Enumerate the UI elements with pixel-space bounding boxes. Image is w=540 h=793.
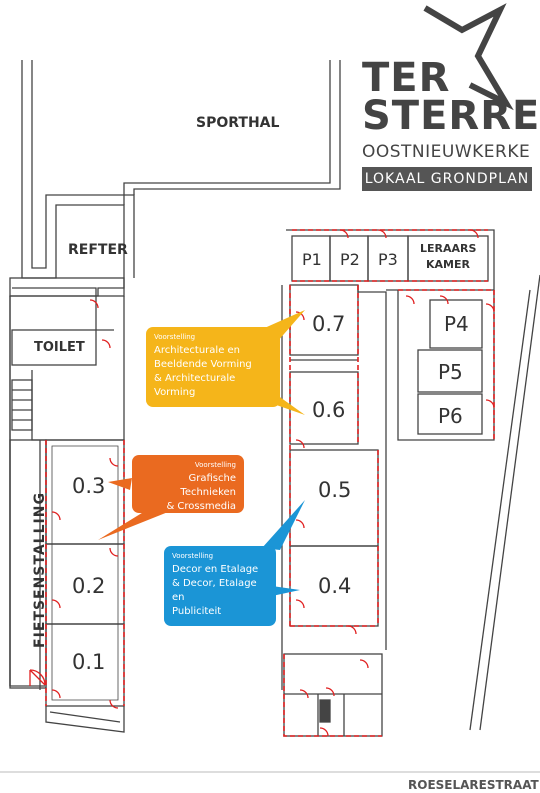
stairs xyxy=(11,379,33,431)
room-label-leraarskamer-line2: KAMER xyxy=(426,258,470,271)
callout-architectuur-line1: Architecturale en xyxy=(154,345,241,356)
right-diagonal-boundary xyxy=(469,289,531,731)
toilet-block xyxy=(11,329,97,366)
room-label-04: 0.4 xyxy=(318,574,352,598)
room-label-p2: P2 xyxy=(340,250,360,269)
callout-grafische-kicker: Voorstelling xyxy=(194,461,236,469)
logo-star-icon xyxy=(423,3,514,111)
callout-decor: Voorstelling Decor en Etalage & Decor, E… xyxy=(164,546,276,626)
left-wing-outline xyxy=(9,277,125,297)
sporthal-outline xyxy=(9,60,125,686)
room-label-06: 0.6 xyxy=(312,398,346,422)
room-label-leraarskamer-line1: LERAARS xyxy=(420,242,477,255)
label-fietsenstalling: FIETSENSTALLING xyxy=(31,492,48,648)
room-label-p4: P4 xyxy=(444,312,469,336)
door-arc xyxy=(29,669,46,686)
room-label-p1: P1 xyxy=(302,250,322,269)
callout-decor-line1: Decor en Etalage xyxy=(172,564,259,575)
callout-grafische-line2: & Crossmedia xyxy=(166,501,236,512)
callout-architectuur-kicker: Voorstelling xyxy=(154,333,196,341)
room-p5 xyxy=(417,349,483,393)
room-label-03: 0.3 xyxy=(72,474,106,498)
logo-line-oostnieuwkerke: OOSTNIEUWKERKE xyxy=(362,142,531,162)
room-label-p5: P5 xyxy=(438,360,463,384)
room-label-07: 0.7 xyxy=(312,312,346,336)
room-p6 xyxy=(417,393,483,435)
label-street: ROESELARESTRAAT xyxy=(408,778,539,792)
label-refter: REFTER xyxy=(68,242,128,258)
label-toilet: TOILET xyxy=(34,340,85,355)
logo-line-sterre: STERRE xyxy=(362,93,540,139)
logo-banner: LOKAAL GRONDPLAN xyxy=(362,167,532,191)
callout-decor-line2: & Decor, Etalage en xyxy=(172,578,257,603)
callout-grafische-line1: Grafische Technieken xyxy=(180,473,236,498)
room-label-p3: P3 xyxy=(378,250,398,269)
callout-grafische: Voorstelling Grafische Technieken & Cros… xyxy=(132,455,244,513)
orange-callout-tail xyxy=(108,478,132,490)
callout-decor-kicker: Voorstelling xyxy=(172,552,214,560)
callout-decor-line3: Publiciteit xyxy=(172,606,222,617)
blue-callout-tail xyxy=(262,500,305,550)
room-label-p6: P6 xyxy=(438,404,463,428)
room-p4 xyxy=(429,299,483,349)
label-sporthal: SPORTHAL xyxy=(196,115,280,131)
room-label-05: 0.5 xyxy=(318,478,352,502)
logo-line-ter: TER xyxy=(362,55,451,101)
room-label-01: 0.1 xyxy=(72,650,106,674)
callout-architectuur-line2: Beeldende Vorming xyxy=(154,359,252,370)
callout-architectuur: Voorstelling Architecturale en Beeldende… xyxy=(146,327,280,407)
room-label-02: 0.2 xyxy=(72,574,106,598)
callout-architectuur-line3: & Architecturale Vorming xyxy=(154,373,236,398)
